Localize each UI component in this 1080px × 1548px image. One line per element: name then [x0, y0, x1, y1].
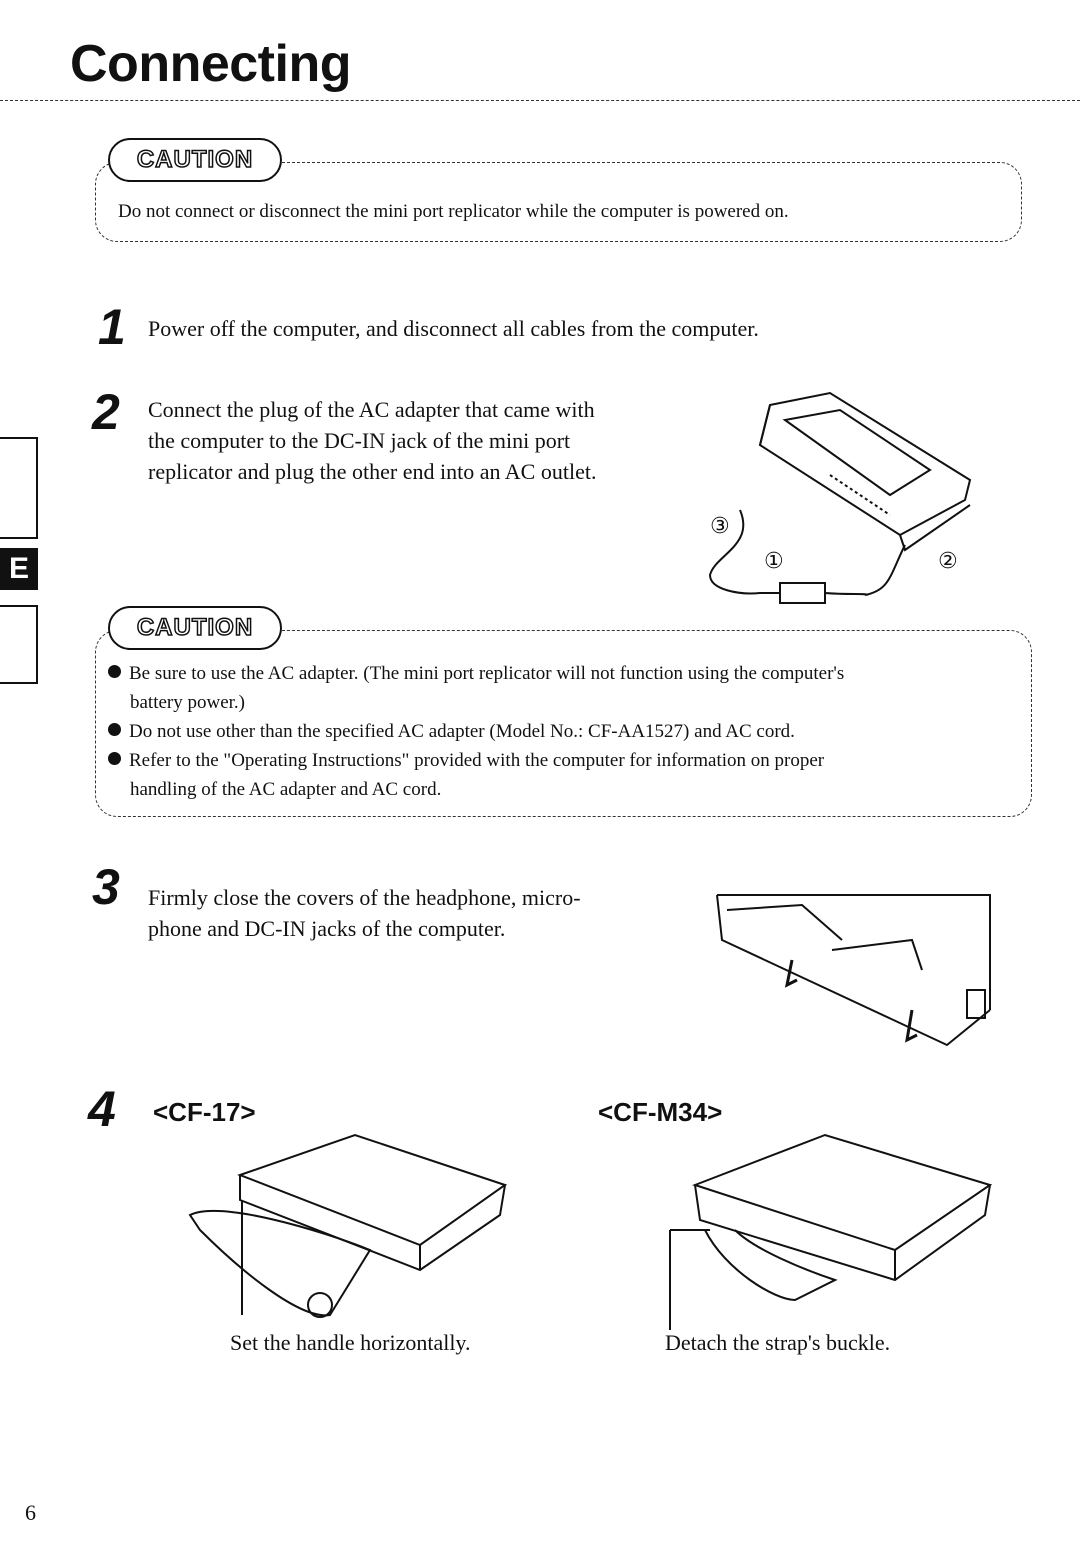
bullet-icon — [108, 752, 121, 765]
bullet-icon — [108, 723, 121, 736]
step-3-line: Firmly close the covers of the headphone… — [148, 885, 581, 910]
caution-bullet: Be sure to use the AC adapter. (The mini… — [108, 659, 1018, 717]
step-3-line: phone and DC-IN jacks of the computer. — [148, 916, 506, 941]
caution-badge-1: CAUTION — [108, 138, 282, 182]
label-3: ③ — [710, 514, 730, 539]
caution-box-2 — [95, 630, 1032, 817]
caution-box-1 — [95, 162, 1022, 242]
cfm34-caption: Detach the strap's buckle. — [665, 1330, 891, 1355]
step-4-number: 4 — [88, 1081, 116, 1137]
section-tab-e: E — [0, 548, 38, 590]
caution-badge-2: CAUTION — [108, 606, 282, 650]
label-1: ① — [764, 549, 784, 574]
step-2-line: the computer to the DC-IN jack of the mi… — [148, 428, 571, 453]
side-tab-box-top — [0, 437, 38, 539]
cf17-caption: Set the handle horizontally. — [230, 1330, 471, 1355]
step-3-text: Firmly close the covers of the headphone… — [148, 882, 581, 944]
step-2-text: Connect the plug of the AC adapter that … — [148, 394, 596, 487]
page-title: Connecting — [70, 35, 351, 93]
model-cfm34-heading: <CF-M34> — [598, 1097, 723, 1127]
title-divider — [0, 100, 1080, 101]
caution-bullet: Refer to the "Operating Instructions" pr… — [108, 746, 1018, 804]
step-1-text: Power off the computer, and disconnect a… — [148, 316, 759, 341]
computer-jacks-illustration — [716, 894, 991, 1047]
step-1-number: 1 — [98, 299, 126, 355]
side-tab-box-bottom — [0, 605, 38, 684]
page-number: 6 — [25, 1500, 36, 1525]
label-2: ② — [938, 549, 958, 574]
port-replicator-illustration: ③ ① ② — [708, 391, 972, 604]
step-3-number: 3 — [92, 859, 120, 915]
step-2-number: 2 — [92, 384, 120, 440]
bullet-icon — [108, 665, 121, 678]
caution-2-list: Be sure to use the AC adapter. (The mini… — [108, 659, 1018, 804]
step-2-line: replicator and plug the other end into a… — [148, 459, 597, 484]
step-2-line: Connect the plug of the AC adapter that … — [148, 397, 595, 422]
caution-bullet: Do not use other than the specified AC a… — [108, 717, 1018, 746]
cf17-handle-illustration — [188, 1133, 508, 1318]
cfm34-strap-illustration — [669, 1133, 993, 1330]
model-cf17-heading: <CF-17> — [153, 1097, 256, 1127]
caution-1-text: Do not connect or disconnect the mini po… — [118, 201, 789, 222]
